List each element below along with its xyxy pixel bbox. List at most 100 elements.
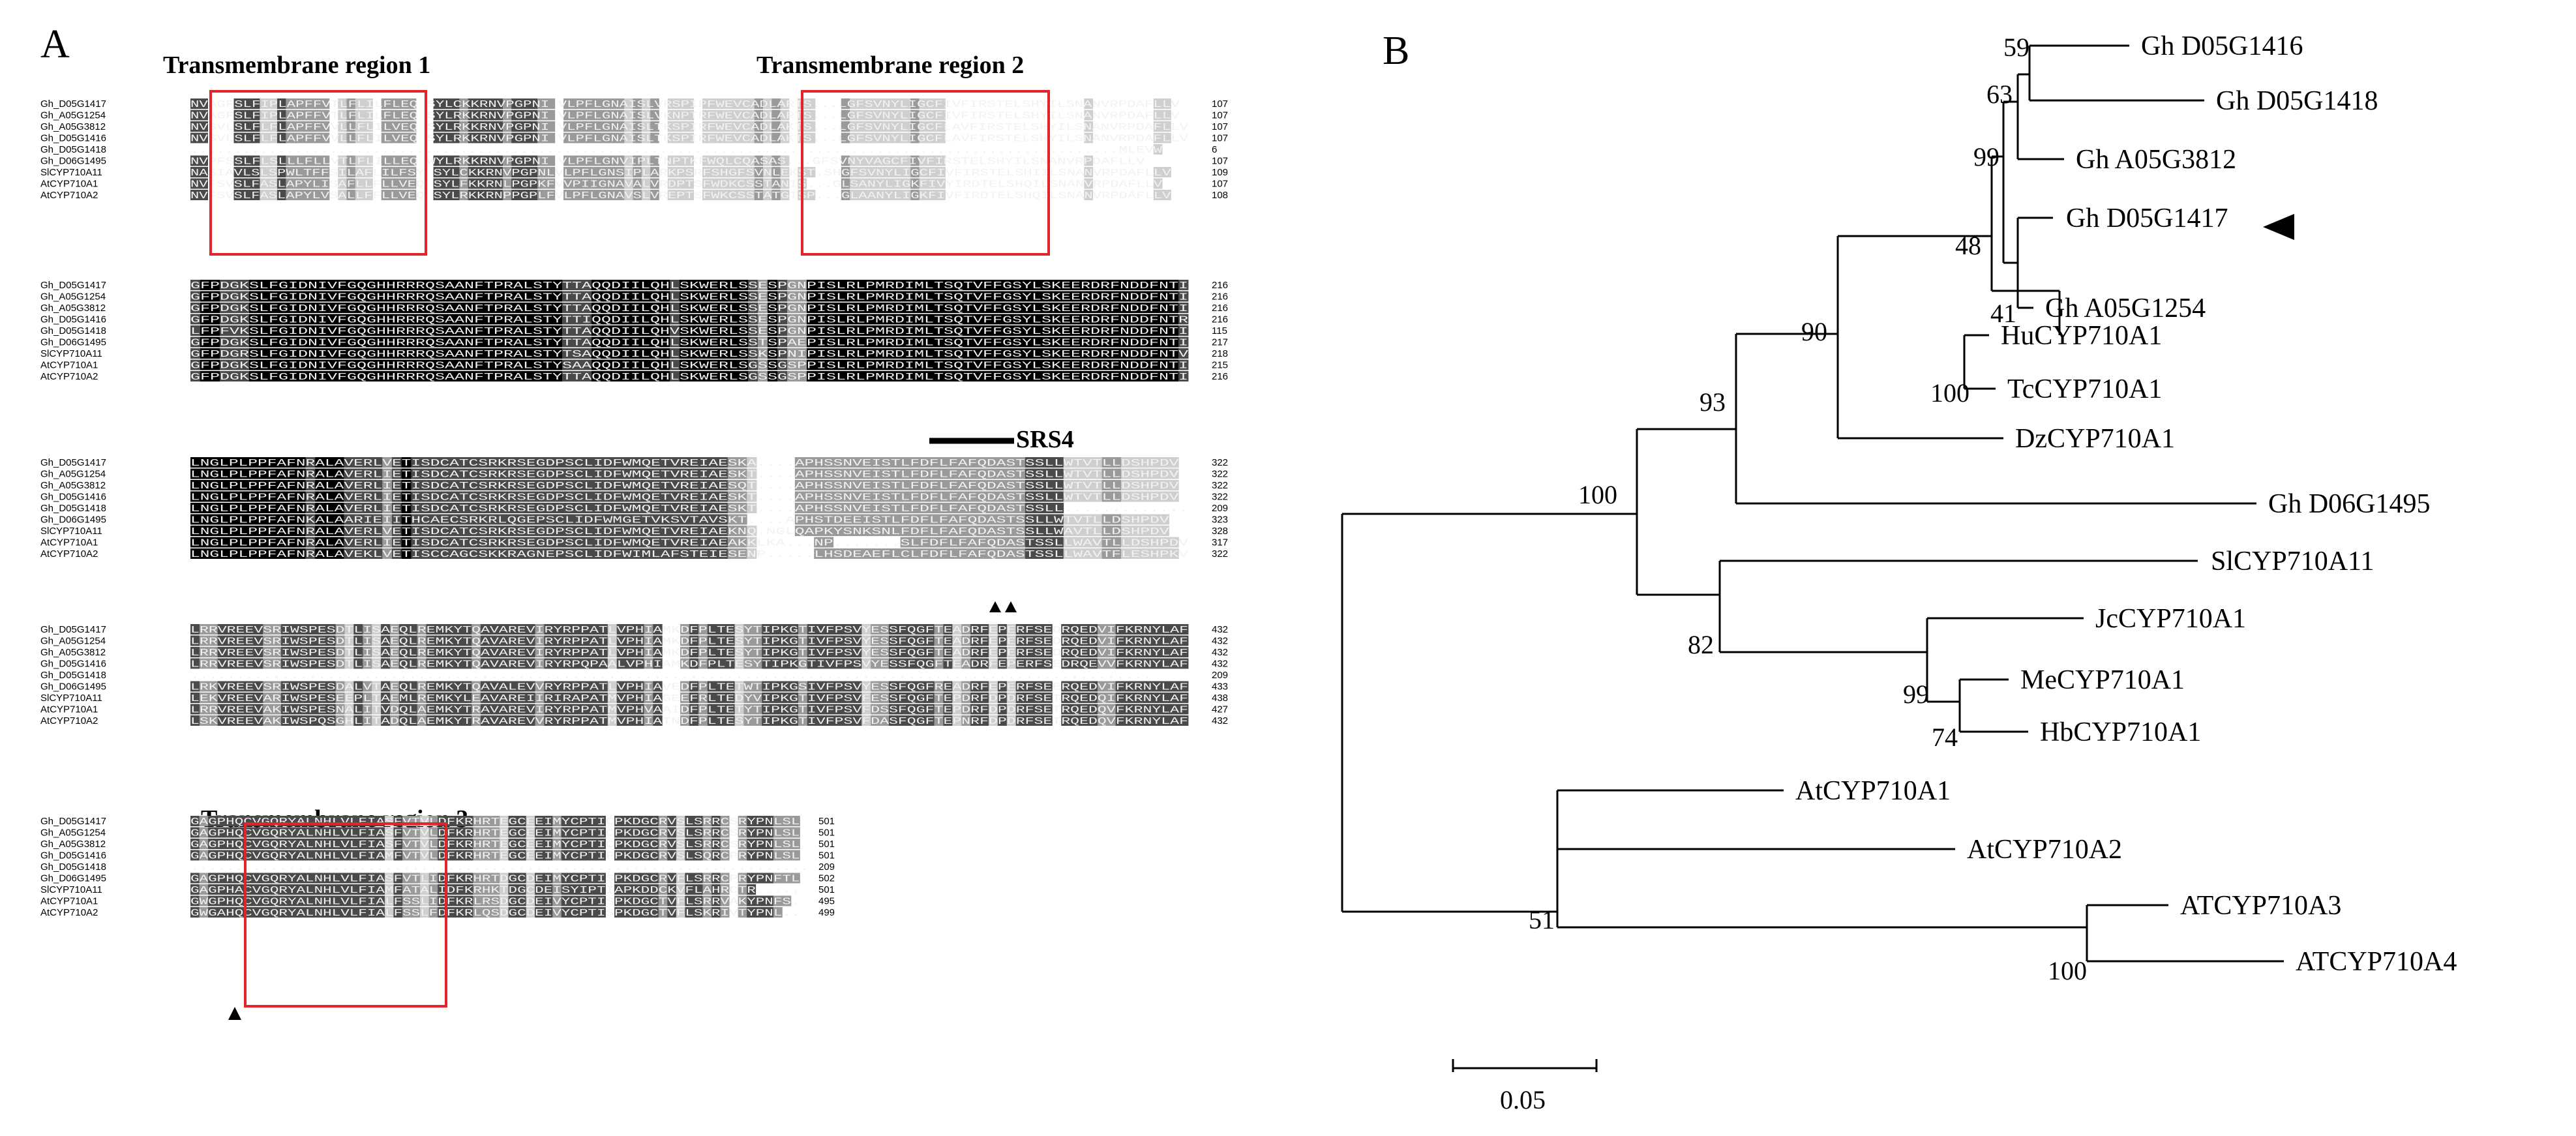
residue-shade	[633, 167, 642, 177]
residue-shade	[1162, 190, 1171, 200]
residue-shade	[927, 190, 937, 200]
residue-shade	[537, 178, 547, 189]
position-number: 107	[1212, 156, 1228, 167]
residue-shade	[425, 280, 436, 290]
residue-shade	[308, 280, 318, 290]
residue-shade	[459, 121, 469, 132]
residue-shade	[303, 98, 312, 109]
residue-shade	[464, 280, 475, 290]
residue-shade	[1081, 280, 1091, 290]
sequence-text: LRRVREEVSRIWSPESDTLISAEQLREMKYTQAVAREVIR…	[190, 625, 1188, 636]
residue-shade	[312, 121, 321, 132]
bootstrap-value: 74	[1932, 723, 1958, 752]
residue-shade	[841, 121, 850, 132]
residue-shade	[303, 167, 312, 177]
residue-shade	[303, 110, 312, 121]
residue-shade	[580, 155, 590, 166]
residue-shade	[381, 110, 391, 121]
residue-shade	[1084, 155, 1094, 166]
residue-shade	[816, 280, 827, 290]
residue-shade	[199, 98, 208, 109]
residue-shade	[546, 190, 556, 200]
residue-shade	[728, 178, 738, 189]
residue-shade	[876, 132, 885, 143]
residue-shade	[537, 121, 547, 132]
residue-shade	[876, 178, 885, 189]
residue-shade	[1051, 280, 1062, 290]
residue-shade	[364, 178, 373, 189]
bootstrap-value: 48	[1955, 231, 1981, 260]
position-number: 107	[1212, 179, 1228, 190]
residue-shade	[689, 280, 700, 290]
residue-shade	[242, 132, 252, 143]
tm-region-1-title: Transmembrane region 1	[163, 52, 430, 79]
residue-shade	[771, 155, 781, 166]
residue-shade	[1012, 280, 1023, 290]
position-number: 328	[1212, 526, 1228, 537]
residue-shade	[676, 121, 685, 132]
residue-shade	[442, 132, 451, 143]
residue-shade	[893, 190, 903, 200]
residue-shade	[511, 190, 520, 200]
residue-shade	[867, 155, 876, 166]
residue-shade	[355, 190, 365, 200]
residue-shade	[1071, 280, 1081, 290]
residue-shade	[260, 178, 269, 189]
residue-shade	[572, 280, 582, 290]
bootstrap-value: 63	[1986, 80, 2013, 109]
residue-shade	[1153, 144, 1163, 155]
residue-shade	[780, 190, 790, 200]
position-number: 115	[1212, 325, 1227, 336]
residue-shade	[520, 98, 530, 109]
residue-shade	[901, 121, 911, 132]
residue-shade	[884, 132, 894, 143]
residue-shade	[407, 178, 417, 189]
leaf-label: Gh A05G3812	[2076, 145, 2236, 175]
bootstrap-value: 99	[1903, 680, 1929, 709]
position-number: 109	[1212, 167, 1228, 178]
residue-shade	[901, 167, 911, 177]
tree-branches	[1341, 44, 2284, 963]
residue-shade	[580, 132, 590, 143]
site-arrow-3	[228, 1007, 241, 1020]
residue-shade	[728, 121, 738, 132]
residue-shade	[277, 190, 286, 200]
residue-shade	[546, 167, 556, 177]
residue-shade	[676, 190, 685, 200]
residue-shade	[611, 280, 622, 290]
residue-shade	[910, 178, 920, 189]
position-number: 322	[1212, 480, 1228, 491]
residue-shade	[242, 98, 252, 109]
residue-shade	[546, 121, 556, 132]
residue-shade	[893, 178, 903, 189]
residue-shade	[190, 155, 200, 166]
residue-shade	[451, 98, 460, 109]
residue-shade	[320, 132, 330, 143]
residue-shade	[190, 178, 200, 189]
residue-shade	[210, 291, 220, 302]
residue-shade	[867, 110, 876, 121]
residue-shade	[485, 155, 495, 166]
residue-shade	[494, 98, 503, 109]
residue-shade	[858, 178, 868, 189]
residue-shade	[294, 132, 304, 143]
residue-shade	[924, 280, 935, 290]
sequence-name: Gh_D05G1416	[40, 314, 106, 325]
sequence-name: Gh_D05G1418	[40, 861, 106, 873]
residue-shade	[754, 190, 764, 200]
residue-shade	[528, 167, 538, 177]
sequence-text: LNGLPLPPFAFNRALAVERLVETISDCATCSRKRSEGDPS…	[190, 458, 1178, 469]
residue-shade	[876, 121, 885, 132]
residue-shade	[468, 167, 477, 177]
sequence-text: LNGLPLPPFAFNRALAVERLIETISDCATCSRKRSEGDPS…	[190, 470, 1178, 481]
residue-shade	[572, 190, 582, 200]
sequence-text: LRRVREEVSRIWSPESDTLISAEQLREMKYTQAVAREVIR…	[190, 636, 1188, 648]
residue-shade	[190, 190, 200, 200]
leaf-label: JcCYP710A1	[2095, 604, 2246, 634]
residue-shade	[858, 98, 868, 109]
residue-shade	[1149, 280, 1160, 290]
sequence-name: SlCYP710A11	[40, 884, 102, 895]
residue-shade	[901, 98, 911, 109]
residue-shade	[355, 121, 365, 132]
residue-shade	[676, 132, 685, 143]
